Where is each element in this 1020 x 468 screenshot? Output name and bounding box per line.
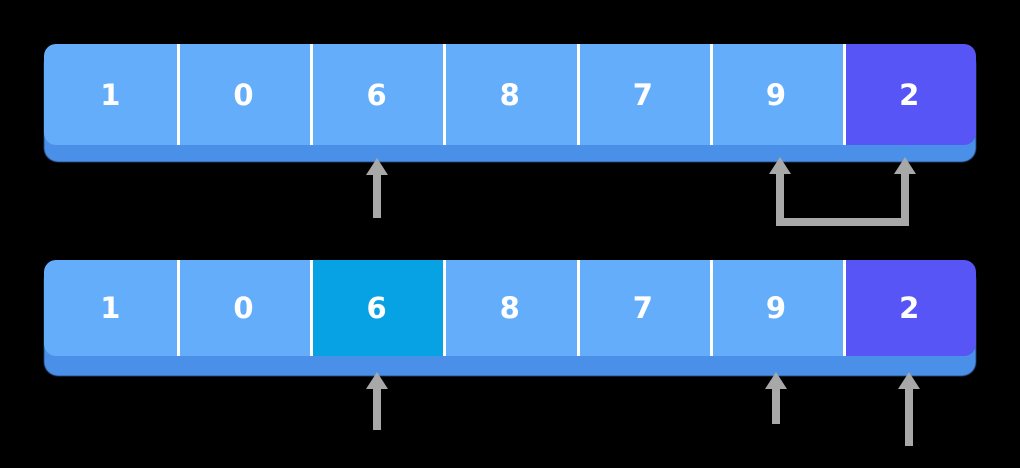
arrow-up-icon <box>898 372 921 389</box>
pointer-index-pivot <box>898 372 921 446</box>
arrow-up-icon <box>769 157 792 174</box>
arrow-shaft <box>372 174 381 218</box>
arrow-up-icon <box>765 372 788 389</box>
arrow-shaft <box>905 388 914 446</box>
arrow-up-icon <box>365 158 388 175</box>
array-cell-pivot[interactable]: 2 <box>842 44 976 145</box>
array-cell[interactable]: 1 <box>44 260 178 356</box>
array-cell[interactable]: 7 <box>576 44 710 145</box>
array-cells-before: 1 0 6 8 7 9 2 <box>44 44 976 145</box>
pointer-index-i <box>365 372 388 430</box>
array-cell[interactable]: 8 <box>443 260 577 356</box>
array-cell[interactable]: 8 <box>443 44 577 145</box>
array-cell[interactable]: 0 <box>177 260 311 356</box>
array-cell-highlighted[interactable]: 6 <box>310 260 444 356</box>
array-cell[interactable]: 0 <box>177 44 311 145</box>
array-cell[interactable]: 6 <box>310 44 444 145</box>
pointer-index-j <box>765 372 788 424</box>
array-cell-pivot[interactable]: 2 <box>842 260 976 356</box>
arrow-shaft <box>372 388 381 430</box>
array-cells-after: 1 0 6 8 7 9 2 <box>44 260 976 356</box>
swap-bracket <box>769 157 917 226</box>
pointer-index-i <box>365 158 388 218</box>
arrow-up-icon <box>894 157 917 174</box>
arrow-up-icon <box>365 372 388 389</box>
array-cell[interactable]: 1 <box>44 44 178 145</box>
array-cell[interactable]: 9 <box>709 44 843 145</box>
array-cell[interactable]: 7 <box>576 260 710 356</box>
array-cell[interactable]: 9 <box>709 260 843 356</box>
arrow-shaft <box>772 388 781 424</box>
